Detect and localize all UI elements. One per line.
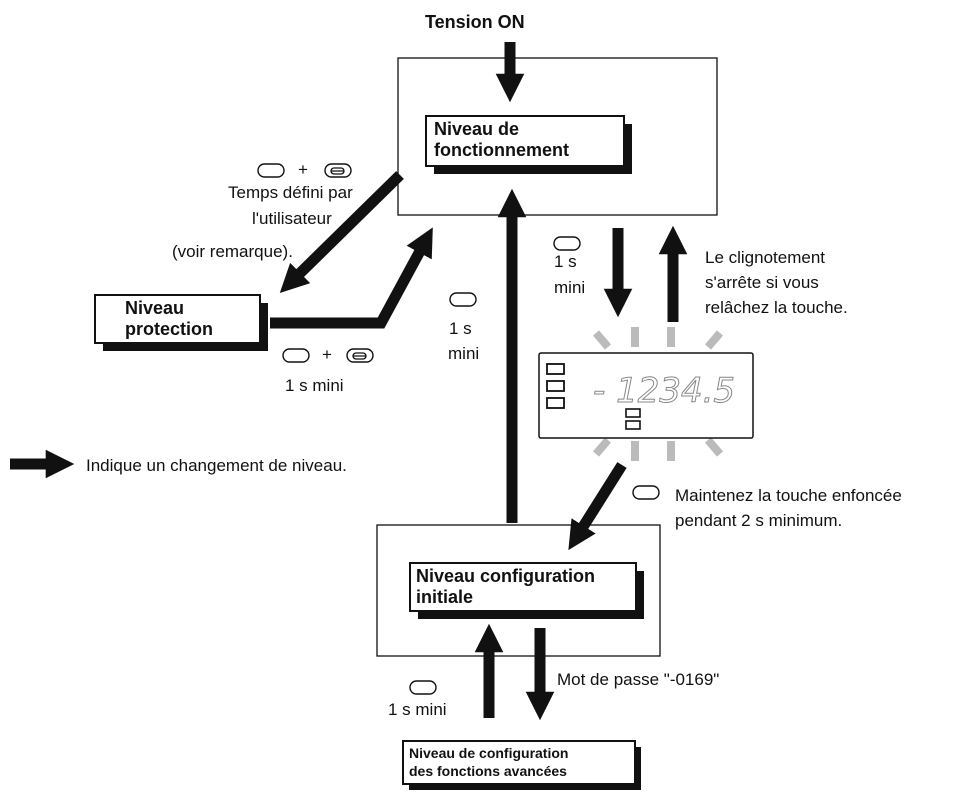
protection-level-line2: protection [125, 319, 213, 339]
advanced-level-line1: Niveau de configuration [409, 745, 569, 761]
blink-text-3: relâchez la touche. [705, 298, 848, 317]
hold-text-2: pendant 2 s minimum. [675, 511, 843, 530]
password-text: Mot de passe "-0169" [557, 670, 720, 689]
display-value: - 1234.5 [593, 371, 735, 411]
loop-glyph [352, 352, 367, 360]
initial-mini-text: mini [448, 344, 480, 363]
mode-key-icon [282, 348, 310, 363]
user-time-text-1: Temps défini par [228, 183, 353, 202]
display-to-initial-arrow [568, 462, 627, 551]
to-protection-arrow [279, 171, 404, 294]
advanced-level-label: Niveau de configuration des fonctions av… [409, 744, 568, 780]
power-on-title: Tension ON [425, 12, 525, 32]
advanced-time-text: 1 s mini [388, 700, 447, 719]
protection-level-line1: Niveau [125, 298, 185, 318]
advanced-level-box [402, 740, 641, 790]
mode-key-icon [553, 236, 581, 251]
see-note-text: (voir remarque). [172, 242, 293, 261]
advanced-level-line2: des fonctions avancées [409, 763, 567, 779]
initial-setting-line1: Niveau configuration [416, 566, 596, 586]
loop-glyph [330, 167, 345, 175]
operation-1s-text: 1 s [554, 252, 577, 271]
operation-level-line1: Niveau de [434, 119, 520, 139]
initial-setting-level-label: Niveau configuration initiale [416, 566, 595, 608]
mode-key-icon [257, 163, 285, 178]
operation-level-label: Niveau de fonctionnement [434, 119, 569, 161]
operation-level-box [425, 115, 632, 174]
blink-text-2: s'arrête si vous [705, 273, 819, 292]
plus-sign: + [298, 160, 308, 179]
legend-text: Indique un changement de niveau. [86, 456, 347, 475]
user-time-text-2: l'utilisateur [252, 209, 332, 228]
from-protection-arrow [270, 227, 433, 329]
blink-text-1: Le clignotement [705, 248, 826, 267]
mode-key-icon [632, 485, 660, 500]
initial-1s-text: 1 s [449, 319, 472, 338]
protection-level-box [94, 294, 268, 351]
indicator-5 [625, 420, 641, 430]
operation-frame [397, 57, 718, 216]
blink-rays [592, 327, 724, 461]
mode-key-icon [409, 680, 437, 695]
level-change-arrows [10, 42, 688, 721]
initial-setting-level-box [409, 562, 644, 619]
indicator-1 [546, 363, 565, 375]
mode-key-icon [449, 292, 477, 307]
hold-text-1: Maintenez la touche enfoncée [675, 486, 902, 505]
protection-level-label: Niveau protection [125, 298, 213, 340]
initial-setting-line2: initiale [416, 587, 474, 607]
plus-sign: + [322, 345, 332, 364]
protection-time-text: 1 s mini [285, 376, 344, 395]
indicator-4 [625, 408, 641, 418]
controller-display: - 1234.5 [538, 352, 754, 439]
operation-level-line2: fonctionnement [434, 140, 569, 160]
indicator-2 [546, 380, 565, 392]
indicator-3 [546, 397, 565, 409]
initial-setting-frame [376, 524, 661, 657]
operation-mini-text: mini [554, 278, 586, 297]
